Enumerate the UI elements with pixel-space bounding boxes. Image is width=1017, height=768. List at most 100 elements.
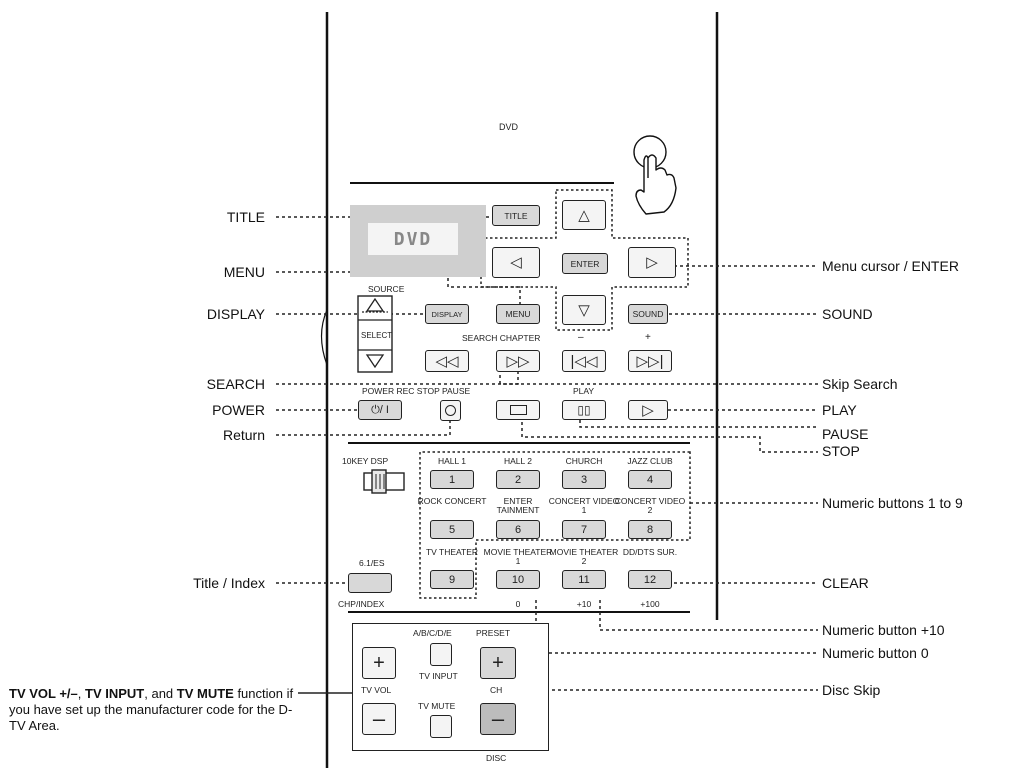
- title-button[interactable]: TITLE: [492, 205, 540, 226]
- cursor-down-button[interactable]: ▽: [562, 295, 606, 325]
- search-forward-button[interactable]: ▷▷: [496, 350, 540, 372]
- numeric-button-1[interactable]: 1: [430, 470, 474, 489]
- skip-forward-button[interactable]: ▷▷|: [628, 350, 672, 372]
- triangle-left-icon: ◁: [510, 254, 522, 271]
- numeric-caption: CHURCH: [565, 456, 603, 466]
- numeric-caption: CONCERT VIDEO 2: [614, 496, 686, 515]
- tv-vol-down-button[interactable]: –: [362, 703, 396, 735]
- tv-vol-up-button[interactable]: +: [362, 647, 396, 679]
- callout-display: DISPLAY: [206, 306, 265, 322]
- minus-label: –: [578, 332, 584, 343]
- preset-label: PRESET: [476, 628, 511, 638]
- callout-return: Return: [222, 427, 265, 443]
- callout-title: TITLE: [226, 209, 265, 225]
- pause-icon: ▯▯: [577, 402, 591, 417]
- stop-icon: [509, 405, 527, 415]
- callout-numeric-plus10: Numeric button +10: [822, 622, 945, 638]
- numeric-button-5[interactable]: 5: [430, 520, 474, 539]
- callout-sound: SOUND: [822, 306, 873, 322]
- tv-mute-button[interactable]: [430, 715, 452, 738]
- power-icon: ⏻/ I: [371, 403, 389, 416]
- numeric-bottom-label: 0: [515, 599, 521, 609]
- numeric-caption: MOVIE THEATER 1: [483, 547, 553, 566]
- display-button[interactable]: DISPLAY: [425, 304, 469, 324]
- plus-icon: +: [492, 651, 504, 674]
- callout-stop: STOP: [822, 443, 860, 459]
- pause-button[interactable]: ▯▯: [562, 400, 606, 420]
- sound-button[interactable]: SOUND: [628, 304, 668, 324]
- callout-play: PLAY: [822, 402, 857, 418]
- callout-clear: CLEAR: [822, 575, 869, 591]
- note-bold-3: TV MUTE: [176, 686, 234, 701]
- tv-function-note: TV VOL +/–, TV INPUT, and TV MUTE functi…: [9, 686, 299, 734]
- rewind-icon: ◁◁: [435, 352, 459, 370]
- numeric-button-8[interactable]: 8: [628, 520, 672, 539]
- power-button[interactable]: ⏻/ I: [358, 400, 402, 420]
- skip-back-icon: |◁◁: [570, 352, 598, 370]
- numeric-button-12[interactable]: 12: [628, 570, 672, 589]
- callout-search: SEARCH: [206, 376, 265, 392]
- stop-button[interactable]: [496, 400, 540, 420]
- callout-pause: PAUSE: [822, 426, 869, 442]
- search-chapter-label: SEARCH CHAPTER: [462, 333, 541, 343]
- preset-ch-down-button[interactable]: –: [480, 703, 516, 735]
- cursor-left-button[interactable]: ◁: [492, 247, 540, 278]
- note-bold-1: TV VOL +/–: [9, 686, 78, 701]
- numeric-button-2[interactable]: 2: [496, 470, 540, 489]
- lcd-display: DVD: [368, 223, 458, 255]
- preset-ch-up-button[interactable]: +: [480, 647, 516, 679]
- numeric-button-3[interactable]: 3: [562, 470, 606, 489]
- callout-numeric-0: Numeric button 0: [822, 645, 929, 661]
- callout-numeric-1-9: Numeric buttons 1 to 9: [822, 495, 963, 511]
- select-label: SELECT: [361, 331, 393, 340]
- chp-index-label: CHP/INDEX: [338, 599, 385, 609]
- triangle-up-icon: △: [578, 206, 590, 224]
- triangle-right-icon: ▷: [646, 254, 658, 271]
- numeric-caption: JAZZ CLUB: [627, 456, 673, 466]
- tv-input-button[interactable]: [430, 643, 452, 666]
- source-down-button[interactable]: [358, 350, 392, 372]
- numeric-button-7[interactable]: 7: [562, 520, 606, 539]
- menu-button[interactable]: MENU: [496, 304, 540, 324]
- search-rewind-button[interactable]: ◁◁: [425, 350, 469, 372]
- note-text-3: function if you have set up the manufact…: [9, 686, 294, 733]
- minus-icon: –: [372, 706, 386, 731]
- cursor-up-button[interactable]: △: [562, 200, 606, 230]
- triangle-down-icon: ▽: [578, 301, 590, 319]
- numeric-caption: ROCK CONCERT: [417, 496, 487, 506]
- numeric-button-11[interactable]: 11: [562, 570, 606, 589]
- note-text-2: , and: [144, 686, 177, 701]
- es-title-index-button[interactable]: [348, 573, 392, 593]
- enter-button[interactable]: ENTER: [562, 253, 608, 274]
- play-label: PLAY: [573, 386, 595, 396]
- skip-forward-icon: ▷▷|: [636, 352, 664, 370]
- numeric-caption: TV THEATER: [425, 547, 479, 557]
- disc-label: DISC: [486, 753, 507, 763]
- es-label: 6.1/ES: [359, 558, 385, 568]
- numeric-caption: ENTER TAINMENT: [496, 496, 540, 515]
- plus-label: +: [645, 332, 651, 343]
- return-button[interactable]: [440, 400, 461, 421]
- numeric-button-9[interactable]: 9: [430, 570, 474, 589]
- numeric-button-10[interactable]: 10: [496, 570, 540, 589]
- callout-disc-skip: Disc Skip: [822, 682, 881, 698]
- minus-icon: –: [491, 706, 505, 731]
- numeric-caption: DD/DTS SUR.: [622, 547, 678, 557]
- numeric-caption: MOVIE THEATER 2: [549, 547, 619, 566]
- numeric-button-6[interactable]: 6: [496, 520, 540, 539]
- source-up-button[interactable]: [358, 296, 392, 320]
- callout-menu: MENU: [223, 264, 265, 280]
- numeric-bottom-label: +100: [640, 599, 660, 609]
- cursor-right-button[interactable]: ▷: [628, 247, 676, 278]
- skip-back-button[interactable]: |◁◁: [562, 350, 606, 372]
- keydsp-switch[interactable]: [364, 470, 404, 493]
- tv-vol-label: TV VOL: [361, 685, 392, 695]
- callout-skip-search: Skip Search: [822, 376, 898, 392]
- mode-label: DVD: [499, 122, 519, 132]
- tv-mute-label: TV MUTE: [418, 701, 456, 711]
- numeric-button-4[interactable]: 4: [628, 470, 672, 489]
- callout-menu-cursor: Menu cursor / ENTER: [822, 258, 959, 274]
- abcdef-label: A/B/C/D/E: [413, 628, 452, 638]
- play-button[interactable]: ▷: [628, 400, 668, 420]
- note-bold-2: TV INPUT: [85, 686, 145, 701]
